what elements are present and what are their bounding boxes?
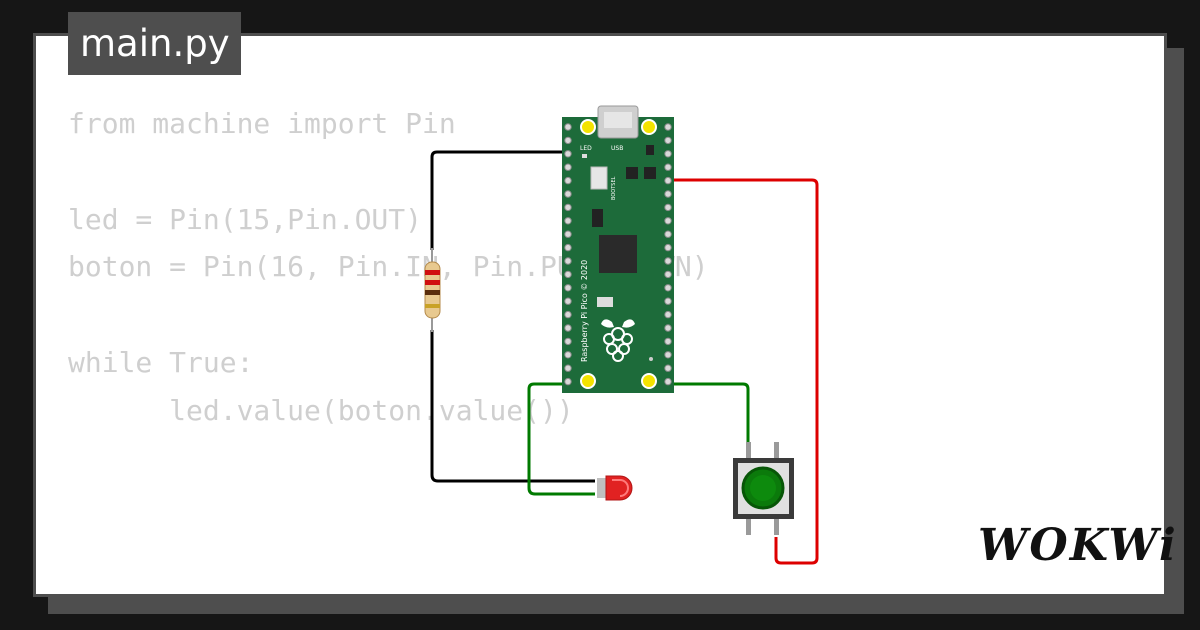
gpio-pin[interactable] [664, 377, 672, 386]
gpio-pin[interactable] [564, 270, 572, 279]
gpio-pin[interactable] [664, 364, 672, 372]
usb-label: USB [611, 145, 623, 152]
right-pin-header [664, 123, 672, 386]
gpio-pin[interactable] [564, 163, 572, 171]
code-line: from machine import Pin [68, 107, 456, 140]
board-silkscreen: Raspberry Pi Pico © 2020 [580, 260, 589, 362]
rp2040-chip [599, 235, 637, 273]
gpio-pin[interactable] [664, 176, 672, 185]
code-line: led = Pin(15,Pin.OUT) [68, 202, 423, 236]
mount-hole-tr [641, 119, 657, 135]
wokwi-logo: WOKWi [978, 520, 1178, 571]
gpio-pin[interactable] [564, 257, 572, 265]
gpio-pin[interactable] [664, 270, 672, 279]
mount-hole-bl [580, 373, 596, 389]
gpio-pin[interactable] [664, 351, 672, 359]
red-led[interactable] [597, 475, 633, 501]
gpio-pin[interactable] [564, 310, 572, 319]
gpio-pin[interactable] [564, 150, 572, 158]
bootsel-label: BOOTSEL [611, 176, 617, 200]
gpio-pin[interactable] [664, 203, 672, 212]
gpio-pin[interactable] [564, 297, 572, 305]
gpio-pin[interactable] [564, 217, 572, 225]
mount-hole-br [641, 373, 657, 389]
gpio-pin[interactable] [664, 230, 672, 238]
gpio-pin[interactable] [664, 324, 672, 332]
gpio-pin[interactable] [564, 337, 572, 346]
gpio-pin[interactable] [664, 284, 672, 292]
gpio-pin[interactable] [564, 377, 572, 386]
gpio-pin[interactable] [564, 284, 572, 292]
gpio-pin[interactable] [564, 230, 572, 238]
mount-hole-tl [580, 119, 596, 135]
gpio-pin[interactable] [664, 310, 672, 319]
left-pin-header [564, 123, 572, 386]
bootsel-button[interactable] [590, 166, 608, 190]
file-tab[interactable]: main.py [68, 12, 241, 75]
raspberry-logo-icon [601, 319, 635, 362]
gpio-pin[interactable] [664, 243, 672, 252]
code-line: led.value(boton.value()) [68, 393, 574, 427]
gpio-pin[interactable] [664, 136, 672, 145]
gpio-pin[interactable] [664, 257, 672, 265]
push-button[interactable] [733, 442, 794, 535]
resistor[interactable] [424, 248, 441, 332]
green-wire-button[interactable] [663, 382, 750, 443]
gpio-pin[interactable] [664, 337, 672, 346]
gpio-pin[interactable] [664, 150, 672, 158]
red-wire[interactable] [663, 178, 819, 565]
gpio-pin[interactable] [664, 163, 672, 171]
black-wire[interactable] [430, 150, 595, 483]
gpio-pin[interactable] [564, 364, 572, 372]
gpio-pin[interactable] [564, 243, 572, 252]
gpio-pin[interactable] [564, 176, 572, 185]
gpio-pin[interactable] [564, 190, 572, 198]
gpio-pin[interactable] [664, 217, 672, 225]
gpio-pin[interactable] [664, 297, 672, 305]
gpio-pin[interactable] [564, 123, 572, 131]
gpio-pin[interactable] [564, 351, 572, 359]
code-line: while True: [68, 345, 254, 379]
gpio-pin[interactable] [564, 203, 572, 212]
green-wire-led[interactable] [527, 382, 595, 496]
gpio-pin[interactable] [664, 123, 672, 131]
gpio-pin[interactable] [664, 190, 672, 198]
gpio-pin[interactable] [564, 136, 572, 145]
led-label: LED [580, 145, 592, 152]
gpio-pin[interactable] [564, 324, 572, 332]
pico-board[interactable]: LED USB BOOTSEL Raspberry Pi Pico © 2020 [562, 105, 674, 393]
